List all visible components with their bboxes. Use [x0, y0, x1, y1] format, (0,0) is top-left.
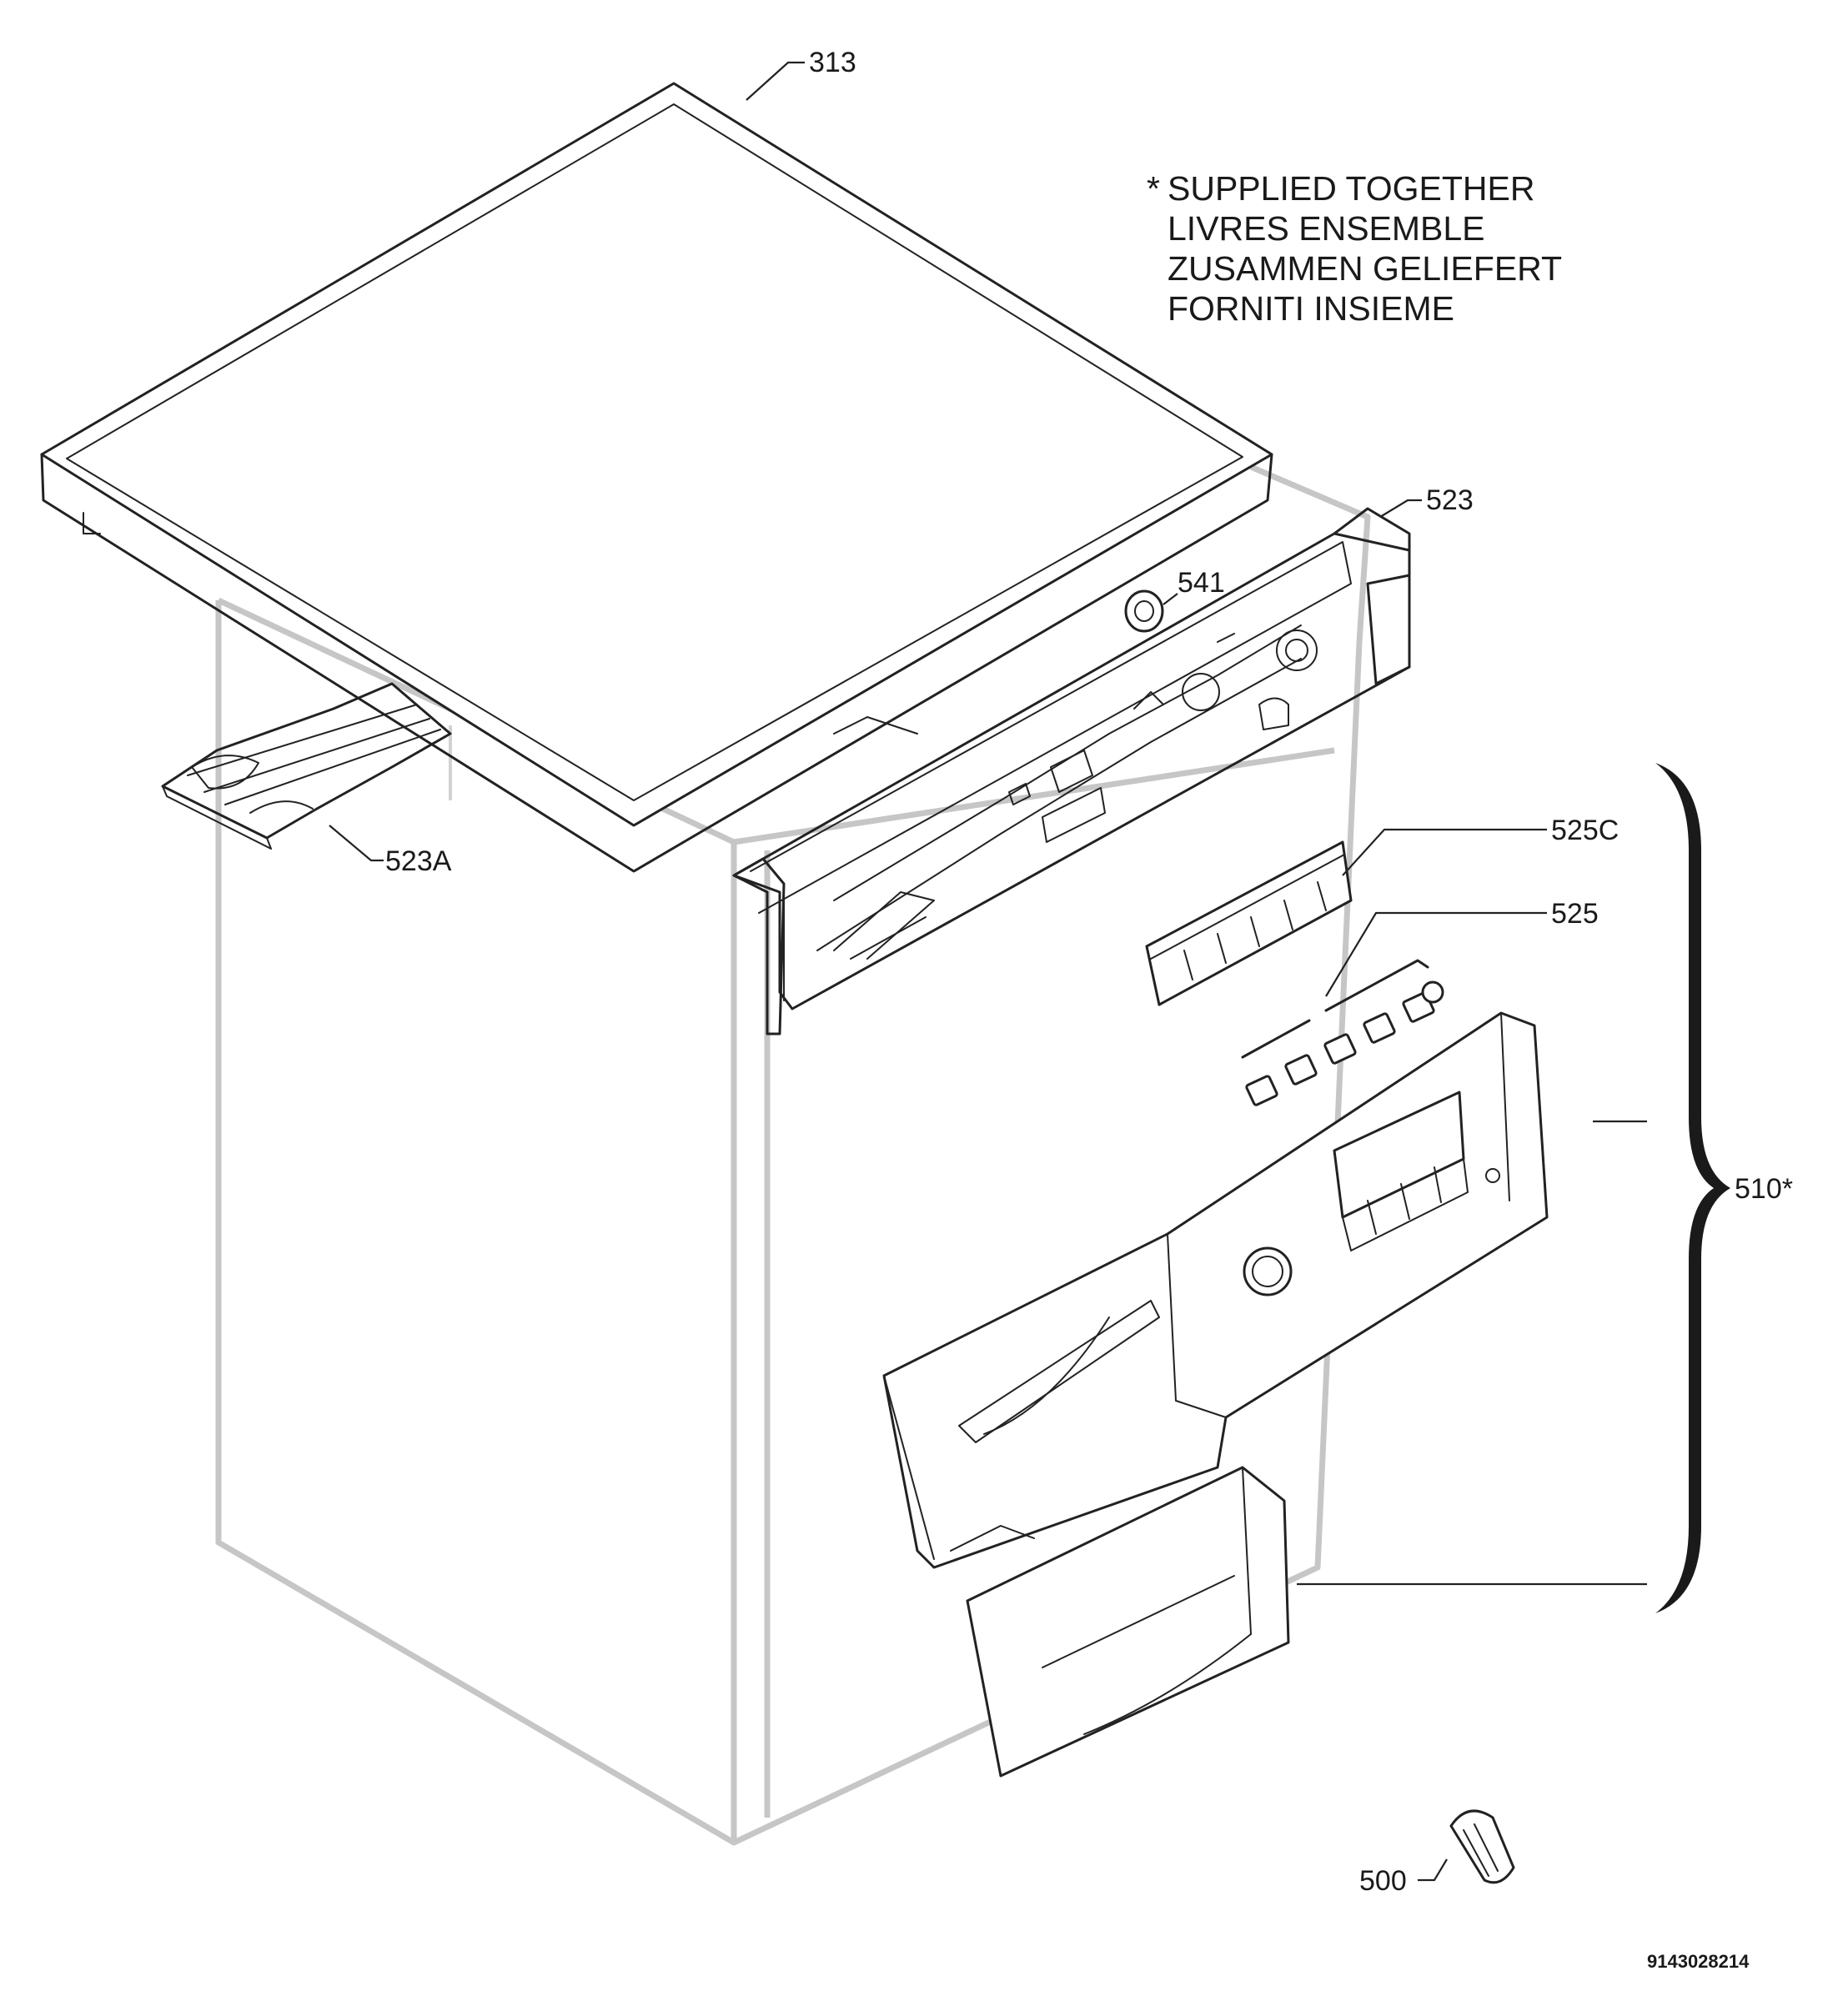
supply-note: * SUPPLIED TOGETHER LIVRES ENSEMBLE ZUSA…	[1147, 169, 1562, 328]
note-line-en: SUPPLIED TOGETHER	[1168, 169, 1535, 208]
callout-500: 500	[1359, 1865, 1407, 1897]
part-525-push-buttons	[1241, 959, 1444, 1106]
callout-510: 510*	[1735, 1173, 1793, 1205]
part-313-top-cover	[40, 82, 1273, 873]
part-525c-button-carrier	[1145, 840, 1353, 1006]
grouping-brace	[1655, 763, 1730, 1613]
part-523-bracket	[732, 507, 1411, 1036]
callout-labels: 313 523 541 523A 525C 525 510* 500	[385, 47, 1793, 1897]
callout-523a: 523A	[385, 845, 452, 877]
callout-541: 541	[1178, 567, 1225, 599]
part-541-grommet	[1124, 589, 1164, 633]
document-number: 9143028214	[1647, 1951, 1750, 1972]
leader-lines	[329, 61, 1647, 1882]
callout-525c: 525C	[1551, 815, 1619, 846]
part-500-knob	[1449, 1809, 1515, 1884]
note-marker: *	[1147, 169, 1160, 208]
note-line-fr: LIVRES ENSEMBLE	[1168, 209, 1485, 248]
part-510-control-panel	[882, 1011, 1549, 1569]
part-523a-rail	[161, 682, 452, 850]
callout-313: 313	[809, 47, 856, 78]
note-line-de: ZUSAMMEN GELIEFERT	[1168, 249, 1562, 288]
detergent-drawer	[966, 1466, 1290, 1778]
note-line-it: FORNITI INSIEME	[1168, 289, 1454, 328]
callout-523: 523	[1426, 484, 1474, 516]
callout-525: 525	[1551, 898, 1599, 930]
